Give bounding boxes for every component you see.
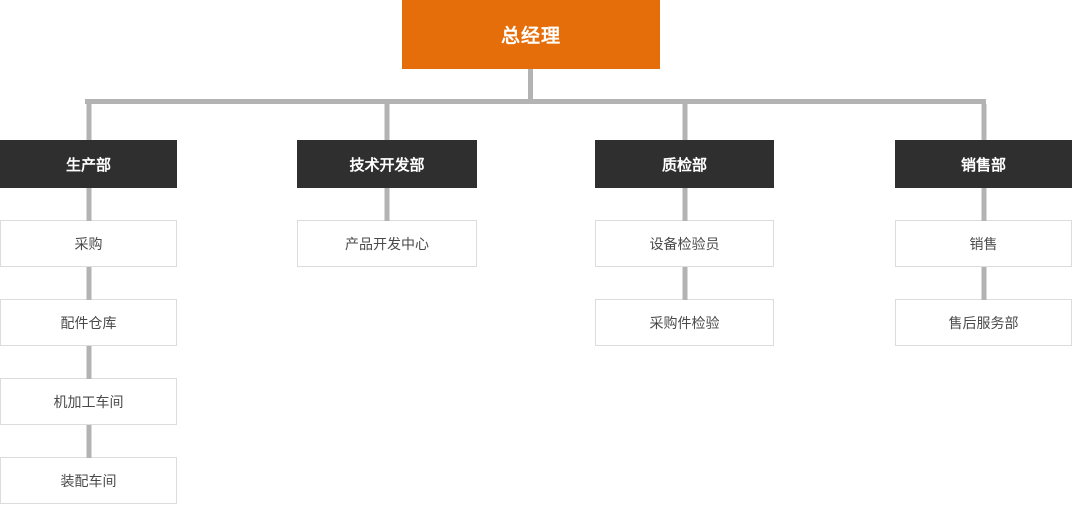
org-node-unit: 配件仓库 (0, 299, 177, 346)
org-column-quality-inspection: 质检部 设备检验员 采购件检验 (595, 140, 774, 346)
org-column-sales: 销售部 销售 售后服务部 (895, 140, 1072, 346)
org-node-unit: 设备检验员 (595, 220, 774, 267)
org-node-department: 生产部 (0, 140, 177, 188)
org-node-label: 销售 (969, 235, 998, 252)
org-node-label: 采购 (74, 235, 103, 252)
org-node-label: 质检部 (661, 156, 707, 174)
org-node-label: 机加工车间 (53, 393, 124, 410)
org-node-label: 设备检验员 (649, 235, 720, 252)
org-node-department: 销售部 (895, 140, 1072, 188)
org-node-unit: 装配车间 (0, 457, 177, 504)
org-node-general-manager: 总经理 (402, 0, 660, 69)
org-column-production: 生产部 采购 配件仓库 机加工车间 装配车间 (0, 140, 177, 504)
org-node-label: 总经理 (500, 26, 561, 47)
org-node-label: 售后服务部 (948, 314, 1019, 331)
org-node-label: 技术开发部 (349, 156, 425, 174)
org-node-unit: 售后服务部 (895, 299, 1072, 346)
org-node-department: 技术开发部 (297, 140, 477, 188)
org-node-department: 质检部 (595, 140, 774, 188)
org-node-unit: 产品开发中心 (297, 220, 477, 267)
org-node-label: 配件仓库 (60, 314, 117, 331)
org-node-label: 产品开发中心 (345, 235, 429, 252)
org-node-unit: 采购件检验 (595, 299, 774, 346)
org-node-label: 装配车间 (60, 472, 117, 489)
connector-root-vertical (528, 69, 533, 100)
org-node-label: 生产部 (65, 156, 111, 174)
org-node-unit: 采购 (0, 220, 177, 267)
connector-horizontal (85, 99, 986, 104)
org-node-label: 采购件检验 (649, 314, 720, 331)
org-column-tech-development: 技术开发部 产品开发中心 (297, 140, 477, 267)
org-node-unit: 机加工车间 (0, 378, 177, 425)
org-node-unit: 销售 (895, 220, 1072, 267)
org-node-label: 销售部 (960, 156, 1006, 174)
